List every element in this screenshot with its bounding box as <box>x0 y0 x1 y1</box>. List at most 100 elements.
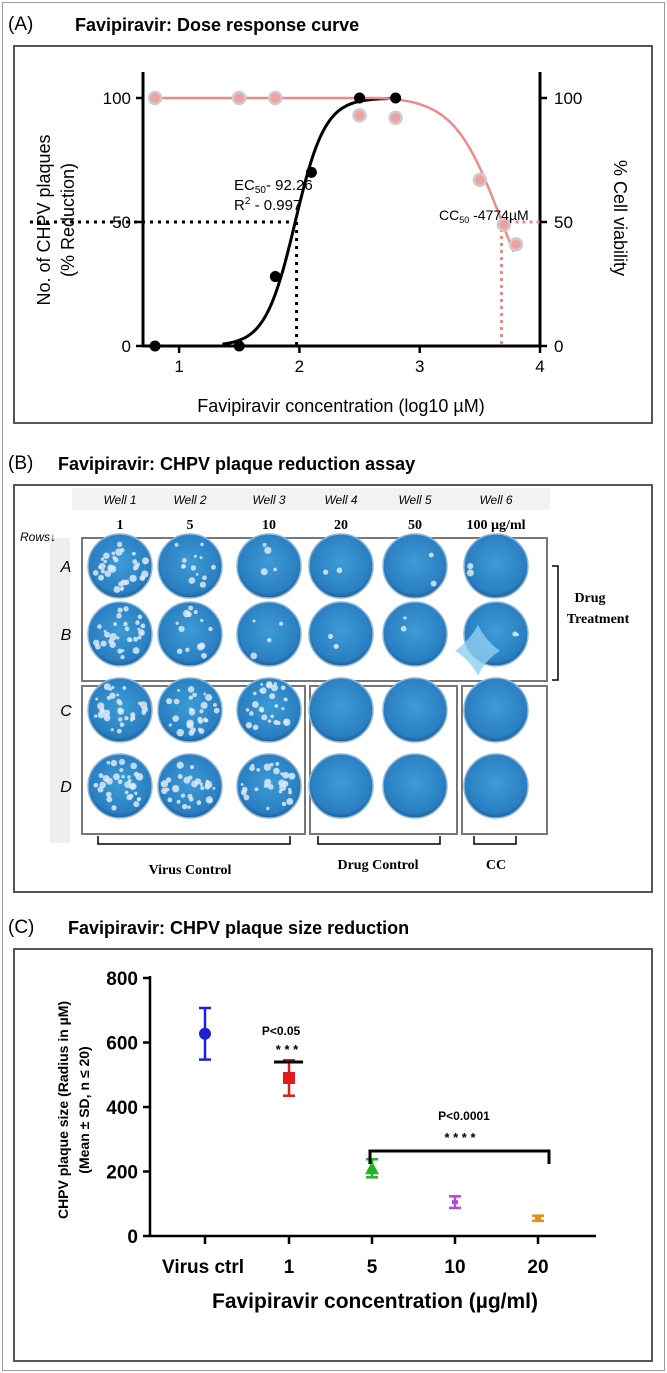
plaque-spot <box>515 632 519 637</box>
reflection-glare <box>455 625 500 676</box>
plaque-spot <box>103 559 107 564</box>
plaque-spot <box>192 692 197 698</box>
plaque-spot <box>140 630 144 635</box>
plaque-spot <box>260 568 268 576</box>
plaque-spot <box>109 692 116 699</box>
plaque-spot <box>252 724 259 731</box>
plaque-spot <box>117 700 123 706</box>
plaque-spot <box>121 649 125 653</box>
plaque-spot <box>124 626 130 632</box>
concentration-label: 100 µg/ml <box>466 518 525 533</box>
plaque-spot <box>98 574 104 581</box>
x-tick-label: 3 <box>415 357 424 376</box>
plaque-spot <box>186 721 194 729</box>
culture-well <box>463 753 529 819</box>
culture-well <box>463 677 529 743</box>
plaque-spot <box>120 579 127 586</box>
mean-point <box>283 1071 295 1084</box>
plaque-spot <box>120 654 125 660</box>
plaque-spot <box>199 709 204 714</box>
drug-treatment-bracket <box>552 565 559 681</box>
plaque-spot <box>466 569 474 577</box>
plaque-spot <box>137 627 141 631</box>
panel-a-title: Favipiravir: Dose response curve <box>75 15 360 35</box>
plaque-spot <box>333 643 339 650</box>
plaque-spot <box>200 701 208 709</box>
plaque-spot <box>135 620 140 625</box>
plaque-spot <box>177 774 183 779</box>
y-tick-label: 800 <box>106 969 138 990</box>
drug-treatment-label-line2: Treatment <box>567 612 630 627</box>
plaque-spot <box>99 707 105 714</box>
virus-control-bracket <box>97 836 291 845</box>
plaque-spot <box>200 542 204 547</box>
plaque-spot <box>103 552 110 559</box>
plaque-spot <box>178 625 185 633</box>
plaque-spot <box>115 548 123 556</box>
panel-b-title: Favipiravir: CHPV plaque reduction assay <box>58 454 416 474</box>
viability-point <box>388 110 403 126</box>
plaque-spot <box>199 556 203 560</box>
plaque-spot <box>116 613 122 619</box>
plaque-spot <box>264 546 272 554</box>
y-axis-label-line1: CHPV plaque size (Radius in µM) <box>55 1001 71 1219</box>
plaque-spot <box>127 775 131 779</box>
plaque-spot <box>262 542 267 547</box>
plaque-spot <box>196 643 205 651</box>
plaque-spot <box>201 652 207 659</box>
plaque-spot <box>270 714 274 719</box>
plaque-spot <box>279 621 284 626</box>
plaque-spot <box>190 565 197 571</box>
plaque-spot <box>104 570 112 577</box>
plaque-spot <box>106 760 111 765</box>
plaque-spot <box>280 685 286 691</box>
x-tick-label: Virus ctrl <box>162 1257 244 1278</box>
plaque-spot <box>283 718 291 726</box>
x-tick-label: 20 <box>527 1257 548 1278</box>
well-header-label: Well 1 <box>103 493 136 507</box>
plaque-spot <box>205 694 213 701</box>
plaque-spot <box>141 570 149 578</box>
plaque-spot <box>120 587 124 591</box>
plaque-spot <box>269 693 276 700</box>
plaque-spot <box>193 554 197 558</box>
plaque-spot <box>124 790 129 795</box>
plaque-spot <box>134 791 138 795</box>
cell-control-label: CC <box>486 858 506 873</box>
y-tick-label: 50 <box>112 213 131 232</box>
plaque-spot <box>106 796 113 803</box>
plaque-spot <box>168 723 172 727</box>
plaque-spot <box>103 709 111 717</box>
plaque-spot <box>267 784 274 790</box>
plaque-spot <box>328 633 334 640</box>
plaque-spot <box>113 622 117 626</box>
plaque-spot <box>113 585 121 593</box>
plaque-spot <box>137 614 143 620</box>
plaque-spot <box>182 803 188 810</box>
y-tick-label: 0 <box>127 1227 138 1248</box>
plaque-spot <box>103 714 111 722</box>
culture-well <box>236 601 302 667</box>
drug-control-label: Drug Control <box>337 858 418 873</box>
plaque-spot <box>187 805 191 809</box>
plaque-spot <box>322 569 329 575</box>
plaque-spot <box>97 624 102 629</box>
y-tick-label: 100 <box>103 89 131 108</box>
plaque-spot <box>194 778 202 785</box>
concentration-label: 20 <box>334 518 348 533</box>
row-label: D <box>60 779 72 796</box>
culture-well <box>308 677 374 743</box>
drug-treatment-label-line1: Drug <box>574 591 605 606</box>
plaque-spot <box>283 697 288 702</box>
plaque-spot <box>172 715 179 722</box>
plaque-spot <box>99 781 106 789</box>
panel-b-label: (B) <box>8 453 34 474</box>
rows-label: Rows↓ <box>20 530 56 544</box>
plaque-spot <box>208 799 213 803</box>
plaque-spot <box>103 683 111 691</box>
significance-bar-2 <box>368 1149 551 1164</box>
mean-point <box>365 1161 379 1175</box>
